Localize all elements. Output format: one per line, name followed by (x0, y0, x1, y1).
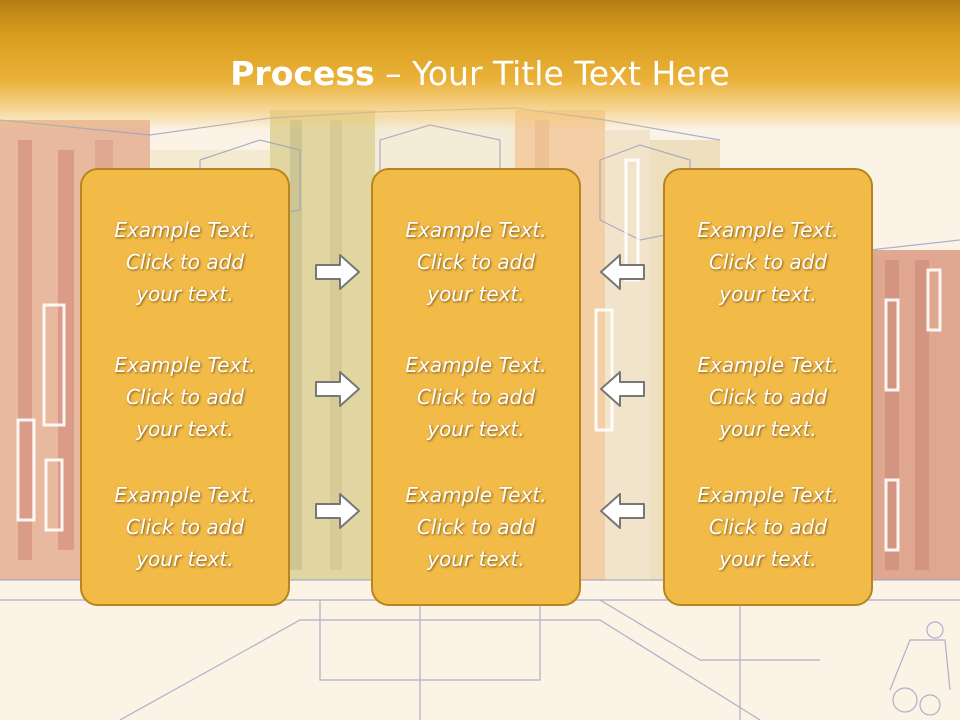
text-line: Example Text. (405, 483, 547, 507)
text-line: Click to add (708, 515, 828, 539)
text-line: Example Text. (405, 353, 547, 377)
text-placeholder[interactable]: Example Text. Click to add your text. (665, 214, 871, 310)
text-placeholder[interactable]: Example Text. Click to add your text. (82, 214, 288, 310)
process-box-left[interactable]: Example Text. Click to add your text. Ex… (80, 168, 290, 606)
text-line: Click to add (708, 385, 828, 409)
title-rest-text: – Your Title Text Here (374, 54, 730, 93)
text-placeholder[interactable]: Example Text. Click to add your text. (665, 479, 871, 575)
text-placeholder[interactable]: Example Text. Click to add your text. (373, 349, 579, 445)
title-bar (0, 0, 960, 130)
text-placeholder[interactable]: Example Text. Click to add your text. (82, 479, 288, 575)
arrow-right-icon (315, 371, 360, 407)
text-line: your text. (427, 282, 525, 306)
text-line: Click to add (125, 515, 245, 539)
text-placeholder[interactable]: Example Text. Click to add your text. (665, 349, 871, 445)
text-line: Click to add (708, 250, 828, 274)
text-line: Example Text. (114, 353, 256, 377)
text-line: your text. (719, 417, 817, 441)
text-line: your text. (136, 547, 234, 571)
slide-title[interactable]: Process – Your Title Text Here (0, 52, 960, 96)
text-line: your text. (719, 547, 817, 571)
text-line: Click to add (416, 515, 536, 539)
text-line: Example Text. (697, 353, 839, 377)
arrow-left-icon (600, 493, 645, 529)
text-line: Example Text. (114, 218, 256, 242)
text-line: Example Text. (697, 218, 839, 242)
title-bold-text: Process (230, 54, 375, 93)
text-line: Click to add (416, 250, 536, 274)
text-line: Example Text. (405, 218, 547, 242)
process-box-right[interactable]: Example Text. Click to add your text. Ex… (663, 168, 873, 606)
arrow-right-icon (315, 254, 360, 290)
text-line: your text. (136, 282, 234, 306)
text-line: your text. (427, 547, 525, 571)
text-line: Example Text. (697, 483, 839, 507)
text-placeholder[interactable]: Example Text. Click to add your text. (373, 479, 579, 575)
text-line: your text. (136, 417, 234, 441)
text-line: your text. (719, 282, 817, 306)
text-line: Click to add (125, 385, 245, 409)
arrow-right-icon (315, 493, 360, 529)
process-box-center[interactable]: Example Text. Click to add your text. Ex… (371, 168, 581, 606)
text-line: Example Text. (114, 483, 256, 507)
arrow-left-icon (600, 254, 645, 290)
text-line: Click to add (416, 385, 536, 409)
text-placeholder[interactable]: Example Text. Click to add your text. (373, 214, 579, 310)
text-line: your text. (427, 417, 525, 441)
text-placeholder[interactable]: Example Text. Click to add your text. (82, 349, 288, 445)
arrow-left-icon (600, 371, 645, 407)
text-line: Click to add (125, 250, 245, 274)
